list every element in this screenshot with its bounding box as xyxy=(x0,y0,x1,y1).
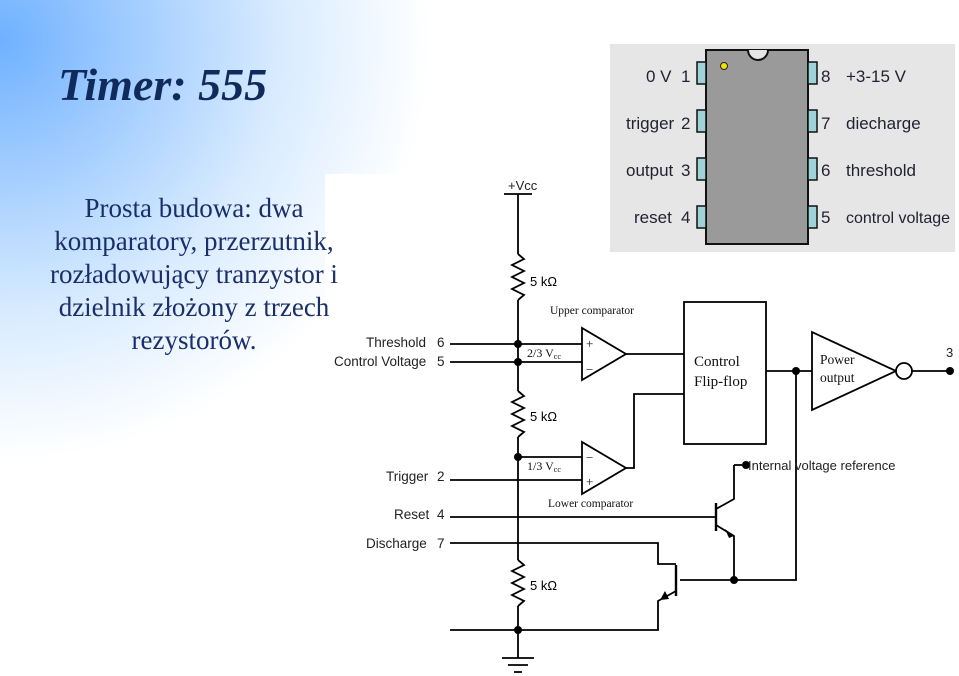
pin1-dot xyxy=(720,62,728,70)
schematic-nodes xyxy=(514,340,954,634)
node-internal-ref xyxy=(742,461,750,469)
reset-emitter-arrow xyxy=(725,529,734,538)
lower-ref-label: 1/3 Vcc xyxy=(527,459,561,474)
chip-pin-right-6 xyxy=(807,157,818,181)
resistor-3-label: 5 kΩ xyxy=(530,578,557,593)
node-ground xyxy=(514,626,522,634)
output-inverter-bubble xyxy=(895,362,913,380)
pin-2-name: trigger xyxy=(626,114,675,133)
slide-title: Timer: 555 xyxy=(58,59,268,110)
resistor-2 xyxy=(509,390,527,438)
pin-5-number: 5 xyxy=(821,208,830,227)
control-voltage-pin: 5 xyxy=(437,354,445,369)
pin-1-name: 0 V xyxy=(646,67,672,86)
pinout-panel: 0 V 1 trigger 2 output 3 reset 4 8 +3-15… xyxy=(610,44,955,252)
schematic-backdrop xyxy=(325,174,420,374)
schematic xyxy=(450,193,950,673)
pin-5-name: control voltage xyxy=(846,210,950,227)
pin-3-number: 3 xyxy=(681,161,690,180)
lower-comparator xyxy=(581,440,628,496)
discharge-label: Discharge xyxy=(366,536,427,551)
chip-notch xyxy=(747,49,769,61)
reset-label: Reset xyxy=(394,507,430,522)
reset-pin: 4 xyxy=(437,507,445,522)
upper-plus: + xyxy=(586,336,593,351)
flipflop-label-2: Flip-flop xyxy=(694,374,747,390)
pin-6-name: threshold xyxy=(846,161,916,180)
vcc-label: +Vcc xyxy=(508,178,538,193)
upper-comparator-label: Upper comparator xyxy=(550,305,634,317)
left-pins xyxy=(696,61,707,229)
upper-minus: − xyxy=(586,362,593,377)
resistor-1-label: 5 kΩ xyxy=(530,274,557,289)
pin-4-name: reset xyxy=(634,208,672,227)
discharge-pin: 7 xyxy=(437,536,445,551)
node-control xyxy=(514,358,522,366)
chip-pin-left-4 xyxy=(696,205,707,229)
power-output-amp xyxy=(811,330,899,412)
pin-8-name: +3-15 V xyxy=(846,67,907,86)
discharge-wire xyxy=(450,542,676,565)
internal-ref-label: Internal voltage reference xyxy=(748,458,895,473)
lower-comp-out-wire xyxy=(626,393,684,469)
chip-pin-right-7 xyxy=(807,109,818,133)
control-voltage-label: Control Voltage xyxy=(334,354,426,369)
resistor-3 xyxy=(509,559,527,607)
discharge-emitter-arrow xyxy=(660,591,669,600)
output-pin-label: 3 xyxy=(946,345,953,360)
power-output-label-1: Power xyxy=(820,352,855,367)
pin-8-number: 8 xyxy=(821,67,830,86)
lower-minus: − xyxy=(586,450,593,465)
slide-description: Prosta budowa: dwa komparatory, przerzut… xyxy=(50,193,338,355)
resistor-2-label: 5 kΩ xyxy=(530,409,557,424)
chip-pin-right-5 xyxy=(807,205,818,229)
flipflop-box xyxy=(683,301,767,445)
node-pin3 xyxy=(946,367,954,375)
upper-ref-label: 2/3 Vcc xyxy=(527,346,561,361)
pin-3-name: output xyxy=(626,161,674,180)
flipflop-label-1: Control xyxy=(694,354,740,370)
pin-2-number: 2 xyxy=(681,114,690,133)
pin-7-name: diecharge xyxy=(846,114,921,133)
pin-1-number: 1 xyxy=(681,67,690,86)
threshold-label: Threshold xyxy=(366,335,426,350)
node-threshold xyxy=(514,340,522,348)
pin-7-number: 7 xyxy=(821,114,830,133)
chip-body xyxy=(705,49,809,245)
upper-comparator xyxy=(581,326,628,382)
trigger-pin: 2 xyxy=(437,469,445,484)
threshold-pin: 6 xyxy=(437,335,445,350)
resistor-1 xyxy=(509,253,527,301)
lower-plus: + xyxy=(586,474,593,489)
chip-pin-left-3 xyxy=(696,157,707,181)
node-output xyxy=(792,367,800,375)
lower-comparator-label: Lower comparator xyxy=(548,498,633,510)
reset-transistor-emitter xyxy=(715,524,735,580)
chip-pin-right-8 xyxy=(807,61,818,85)
power-output-label-2: output xyxy=(820,370,855,385)
right-pins xyxy=(807,61,818,229)
pin-6-number: 6 xyxy=(821,161,830,180)
discharge-transistor-emitter xyxy=(518,590,677,631)
reset-transistor-collector xyxy=(715,465,735,510)
chip-pin-left-1 xyxy=(696,61,707,85)
node-discharge xyxy=(730,576,738,584)
pin-4-number: 4 xyxy=(681,208,690,227)
discharge-drive-wire xyxy=(680,371,797,581)
trigger-label: Trigger xyxy=(386,469,429,484)
node-lower-ref xyxy=(514,453,522,461)
chip-pin-left-2 xyxy=(696,109,707,133)
